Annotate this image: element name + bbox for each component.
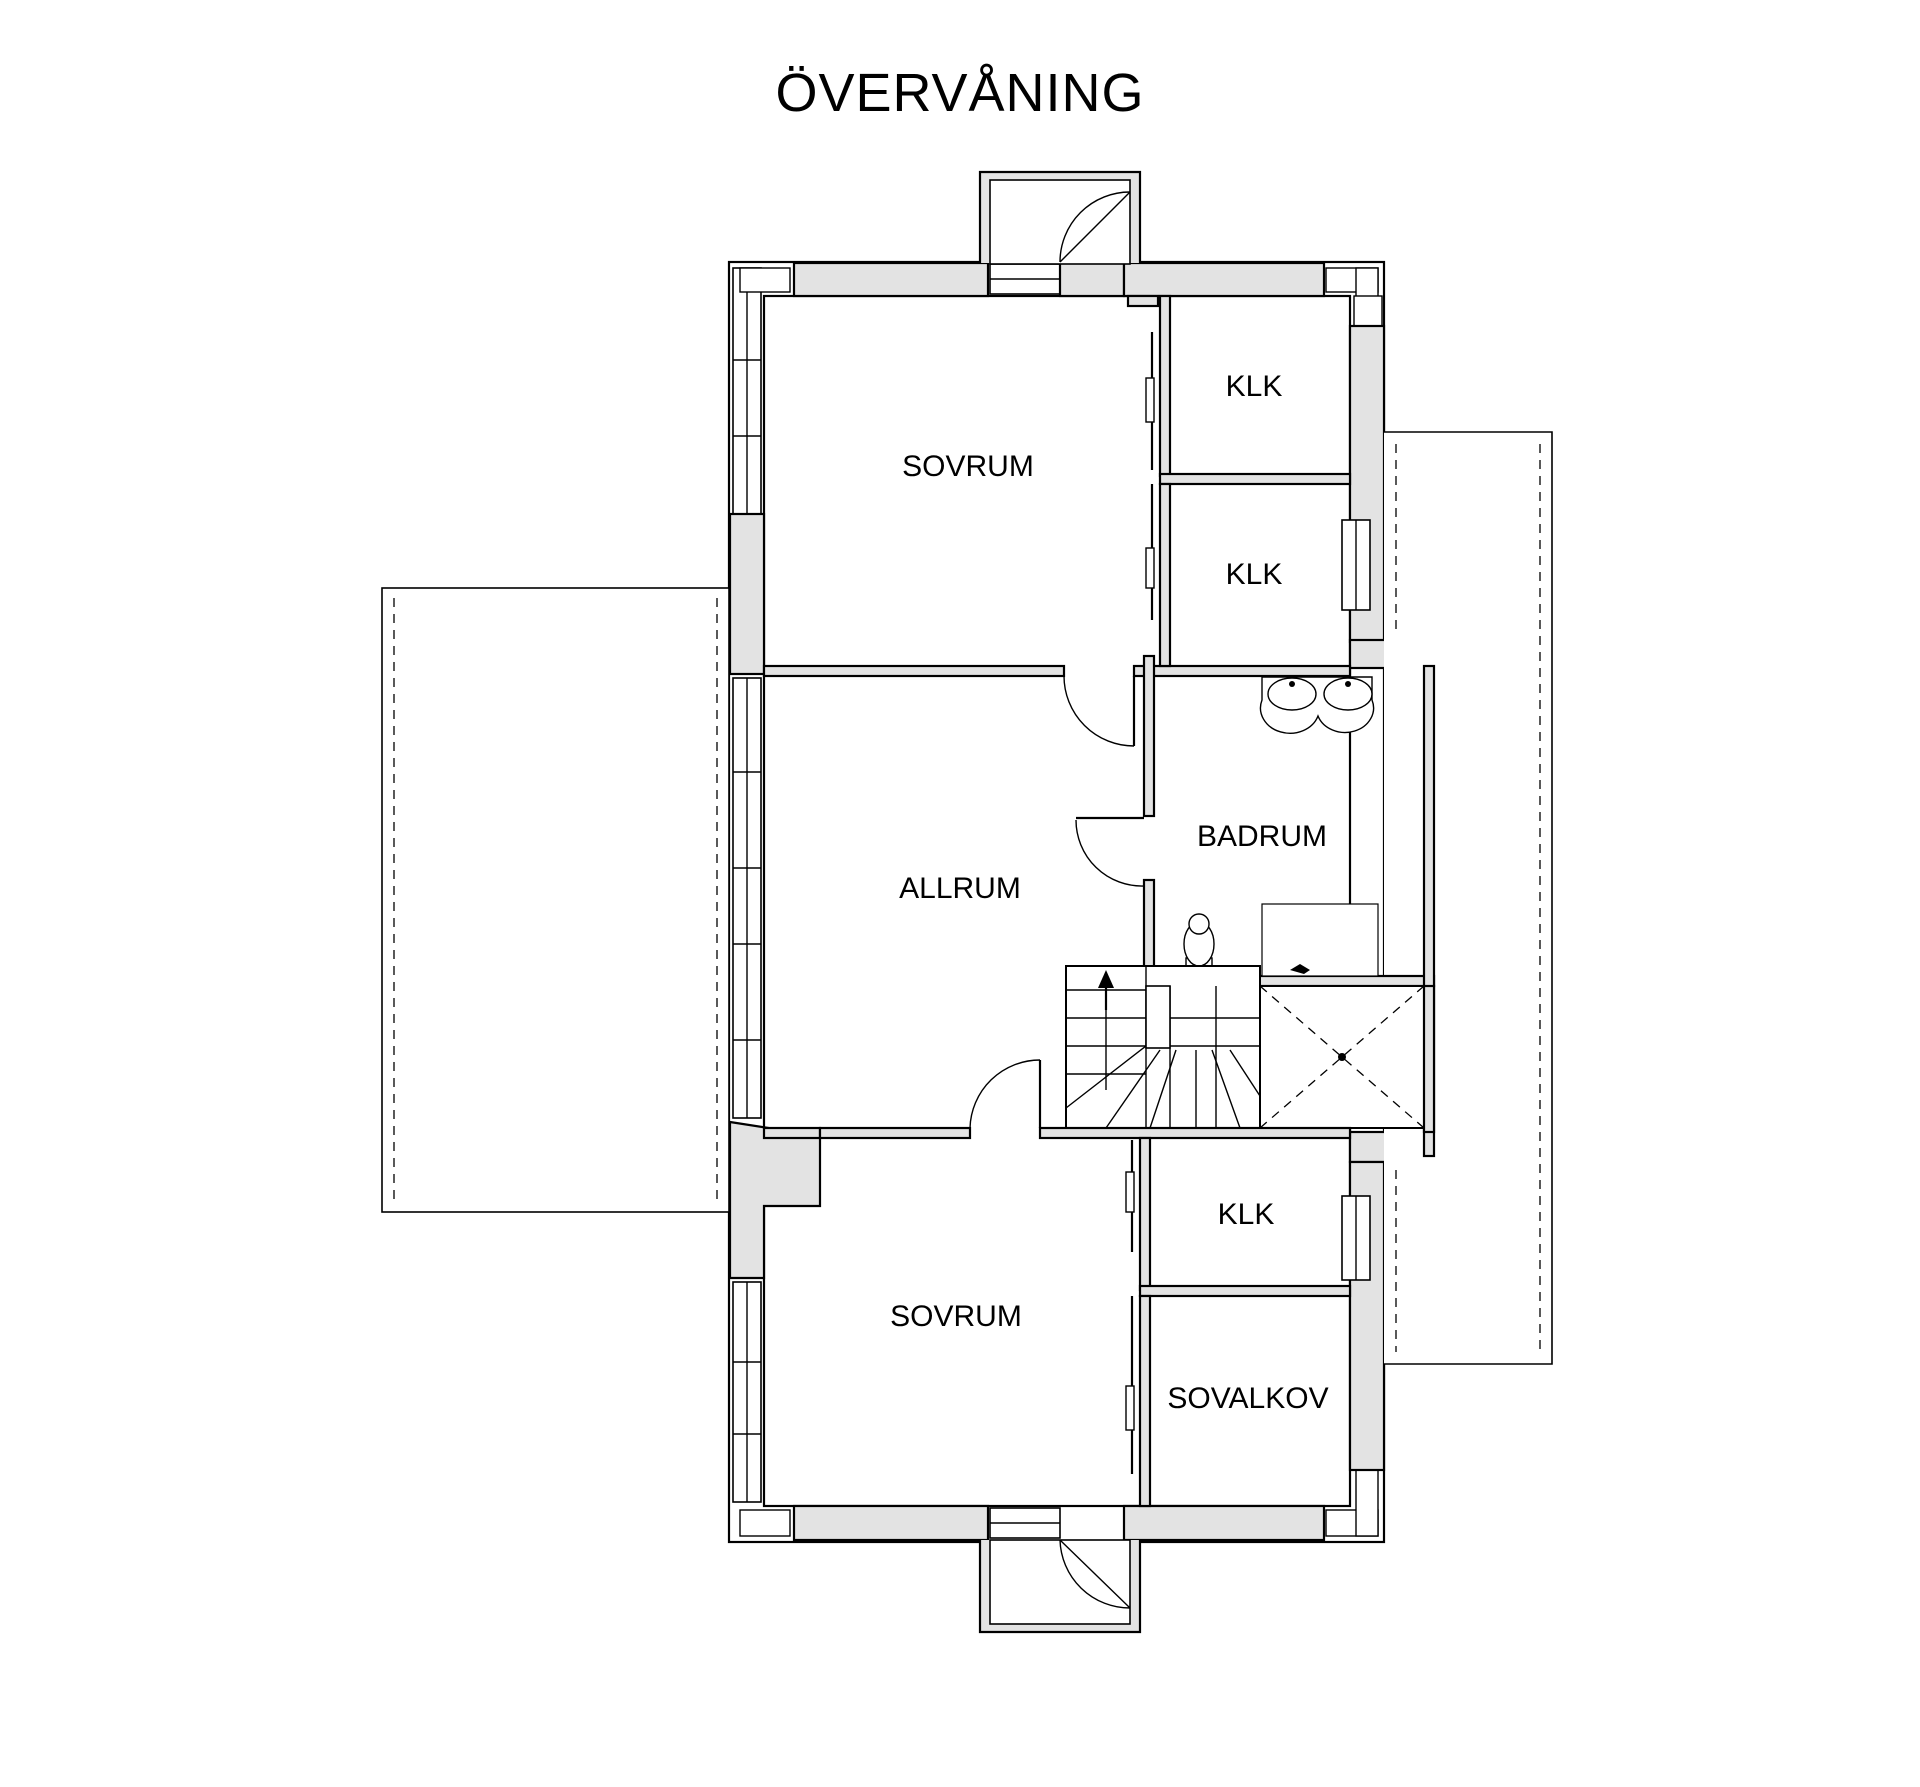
- room-label-badrum: BADRUM: [1197, 820, 1327, 853]
- north-wall-left: [792, 261, 990, 298]
- north-window: [989, 263, 1061, 295]
- sw-corner-window: [739, 1509, 791, 1537]
- north-balcony: [978, 170, 1142, 265]
- room-label-klk-3: KLK: [1218, 1198, 1275, 1231]
- wall-klk3-west: [1138, 1136, 1152, 1292]
- room-label-klk-1: KLK: [1226, 370, 1283, 403]
- wall-klk-divider: [1158, 472, 1352, 486]
- wall-bath-west-upper: [1142, 654, 1156, 818]
- south-wall-left: [792, 1504, 990, 1542]
- double-sink: [1259, 676, 1375, 734]
- nw-corner-window: [739, 267, 791, 293]
- wall-sovrum-bath: [1132, 664, 1352, 678]
- east-terrace: [1384, 431, 1553, 1365]
- room-label-allrum: ALLRUM: [899, 872, 1021, 905]
- west-wall-corner: [728, 1120, 822, 1280]
- north-wall-mid: [1058, 261, 1126, 298]
- plan-title: ÖVERVÅNING: [775, 63, 1145, 123]
- wall-klk-west: [1158, 294, 1172, 478]
- south-window: [989, 1507, 1061, 1539]
- north-wall-notch: [1126, 294, 1160, 308]
- room-label-sovrum-north: SOVRUM: [902, 450, 1034, 483]
- south-balcony: [978, 1539, 1142, 1634]
- se-corner-window: [1325, 1469, 1379, 1537]
- sliding-door-klk2: [1145, 484, 1155, 620]
- wall-klk3-south: [1138, 1284, 1352, 1298]
- east-window-klk: [1341, 519, 1371, 611]
- room-label-klk-2: KLK: [1226, 558, 1283, 591]
- room-label-sovalkov: SOVALKOV: [1167, 1382, 1328, 1415]
- west-wall-segment: [728, 512, 766, 676]
- east-window-klk-south: [1341, 1195, 1371, 1281]
- wall-bath-east: [1422, 664, 1436, 1158]
- door-allrum-sovrum: [969, 1059, 1042, 1129]
- door-badrum: [1075, 816, 1145, 887]
- shower: [1261, 903, 1379, 977]
- south-wall-right: [1122, 1504, 1326, 1542]
- wall-allrum-sovrum-right: [1038, 1126, 1352, 1140]
- west-window-south: [732, 1281, 762, 1503]
- wall-klk2-west: [1158, 482, 1172, 668]
- west-window-middle: [732, 677, 762, 1119]
- wall-sovrum-allrum: [762, 664, 1066, 678]
- outer-wall: [727, 260, 1386, 1544]
- door-sovrum-allrum: [1063, 675, 1136, 747]
- west-window-north: [732, 267, 762, 515]
- laundry-shaft: [1259, 984, 1436, 1134]
- sliding-door-klk1: [1145, 332, 1155, 470]
- north-wall-right: [1122, 261, 1326, 298]
- sliding-door-sovalkov: [1125, 1296, 1135, 1474]
- sliding-door-klk3: [1125, 1140, 1135, 1252]
- staircase: [1065, 965, 1261, 1129]
- wall-sovalkov-west: [1138, 1294, 1152, 1508]
- wall-allrum-sovrum-left: [762, 1126, 822, 1140]
- inner-wall-outline: [762, 294, 1352, 1508]
- room-label-sovrum-south: SOVRUM: [890, 1300, 1022, 1333]
- west-terrace: [381, 587, 730, 1213]
- wall-allrum-sovrum-mid: [818, 1126, 972, 1140]
- east-window-north: [1353, 295, 1383, 327]
